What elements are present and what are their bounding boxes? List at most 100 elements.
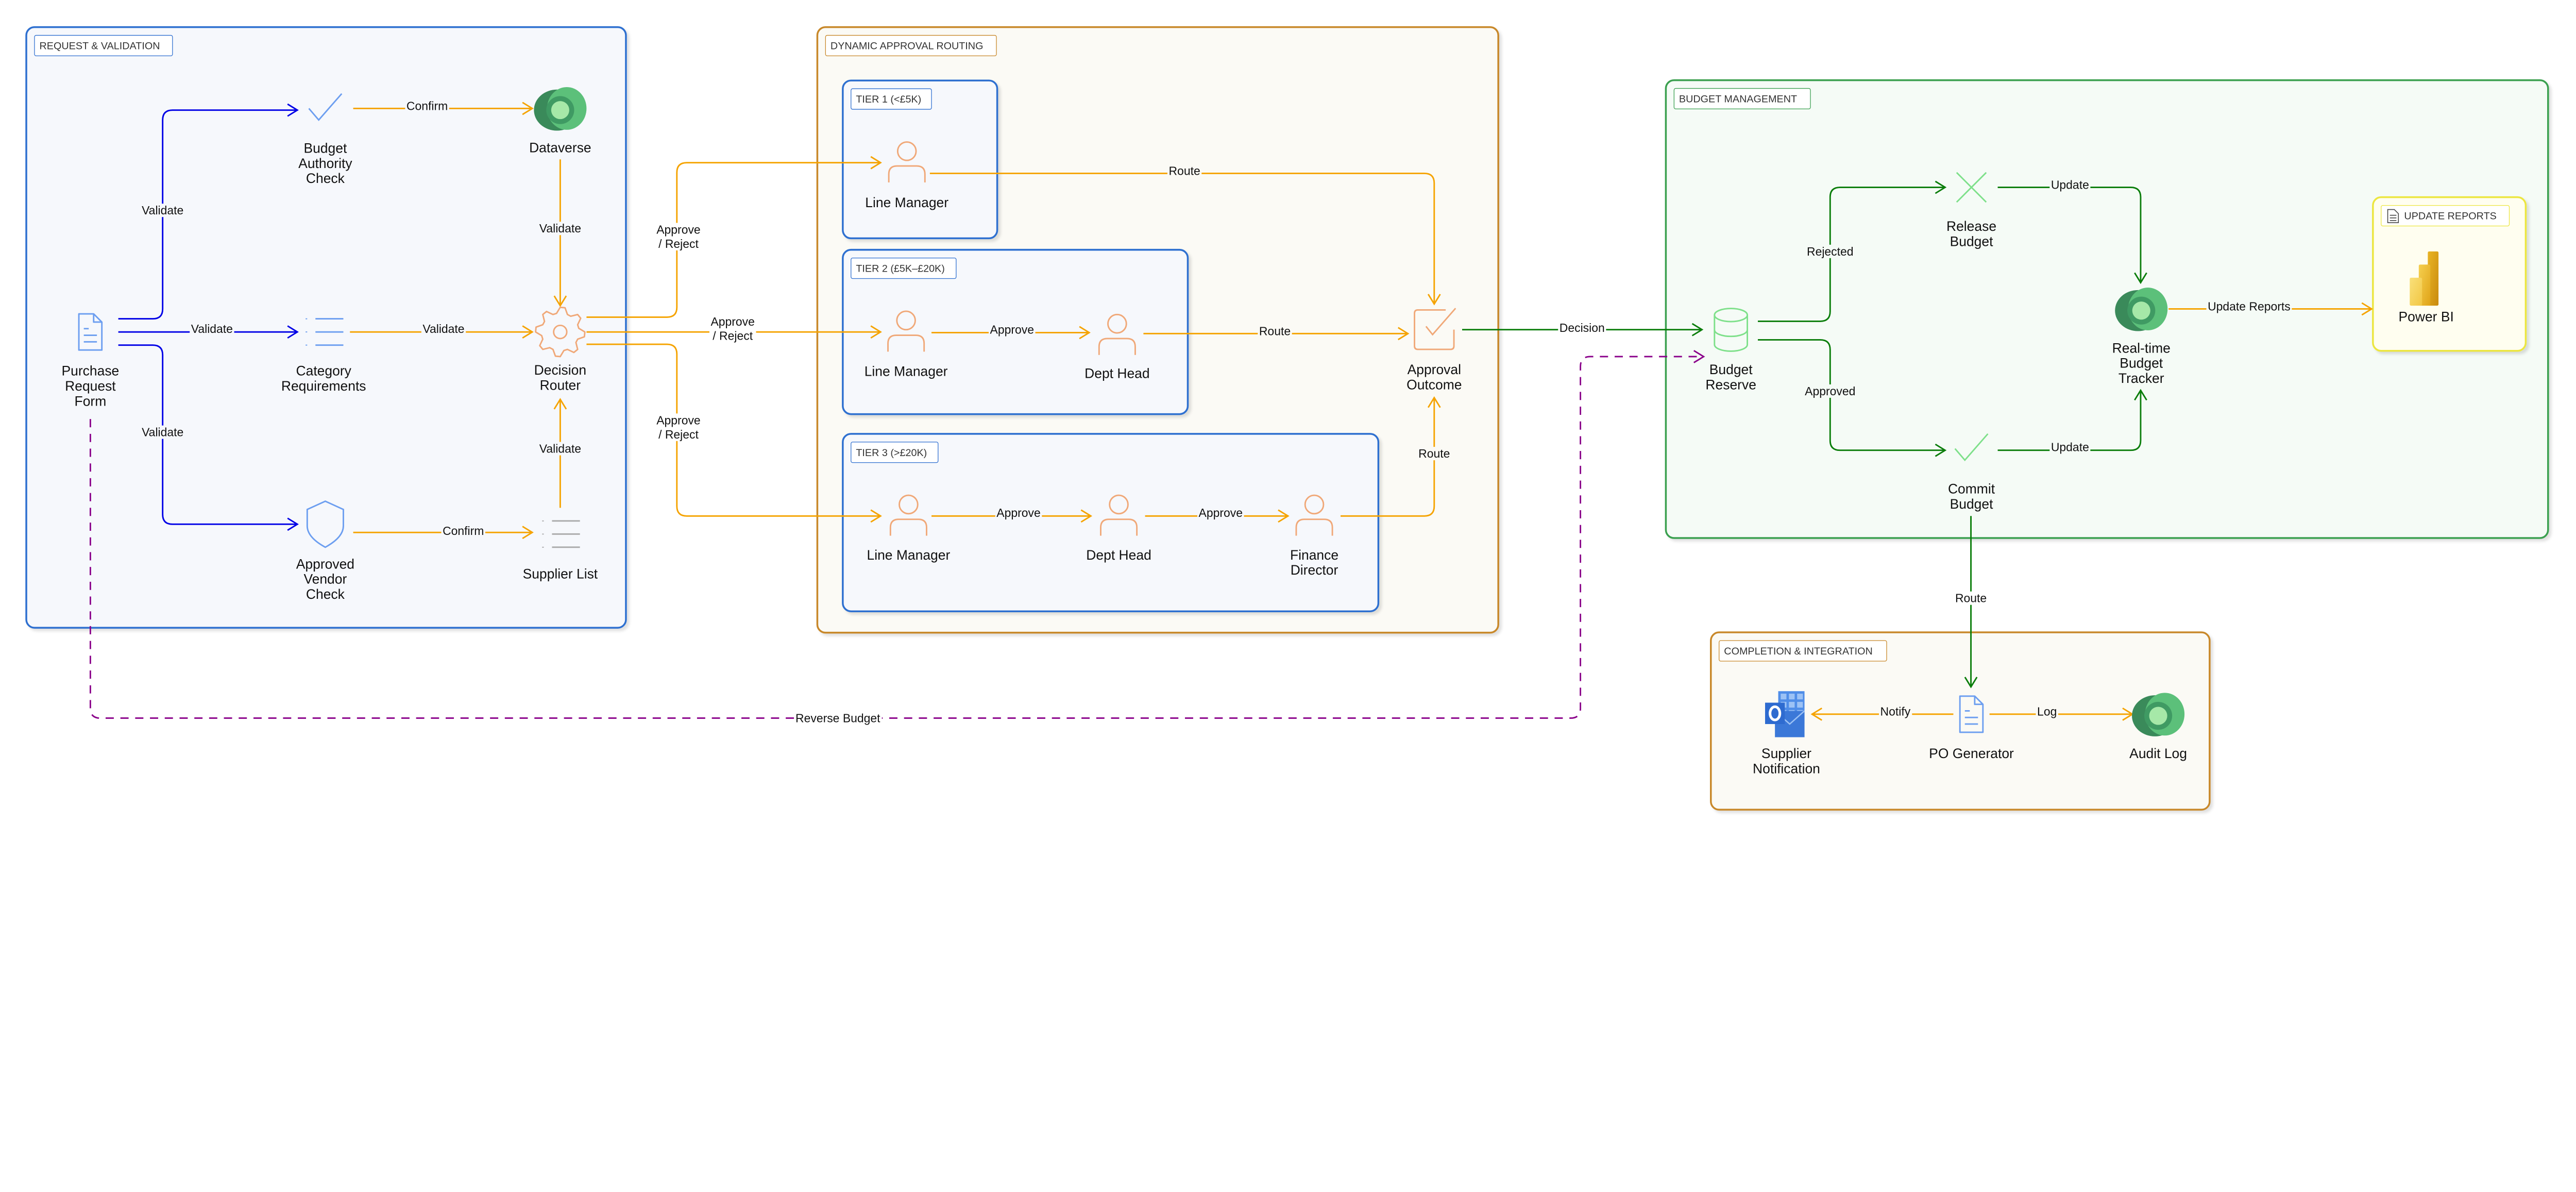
nodes: PurchaseRequestFormBudgetAuthorityCheckD… xyxy=(62,87,2454,776)
edge-commit-to-po[interactable]: Route xyxy=(1954,516,1988,689)
edge-label: Approve xyxy=(656,223,700,236)
edge-t1-to-outcome[interactable]: Route xyxy=(929,164,1441,306)
dataverse-icon xyxy=(534,87,587,131)
arrowhead xyxy=(1810,707,1822,721)
edge-budget-check-to-dataverse[interactable]: Confirm xyxy=(353,99,534,115)
edge-t2-lm-to-dh[interactable]: Approve xyxy=(931,323,1091,340)
edge-label-background xyxy=(655,413,702,441)
node-t1-line-manager[interactable]: Line Manager xyxy=(865,141,948,210)
connector-line[interactable] xyxy=(1997,187,2142,283)
edge-label: Validate xyxy=(539,442,581,456)
person-icon xyxy=(889,494,927,536)
edge-label-background xyxy=(1417,447,1451,461)
arrowhead xyxy=(1079,326,1091,340)
edge-form-to-reserve-reverse[interactable]: Reverse Budget xyxy=(89,350,1705,725)
edge-dataverse-to-router[interactable]: Validate xyxy=(538,159,583,307)
power-bi-icon xyxy=(2410,251,2439,306)
node-t3-line-manager[interactable]: Line Manager xyxy=(867,494,951,563)
edge-form-to-category[interactable]: Validate xyxy=(118,322,299,339)
update-reports-container-title: UPDATE REPORTS xyxy=(2404,211,2496,222)
edge-label: Update xyxy=(2051,440,2089,454)
arrowhead xyxy=(1691,323,1704,337)
arrowhead xyxy=(1427,396,1441,408)
edge-label: / Reject xyxy=(658,428,699,441)
node-po-generator[interactable]: PO Generator xyxy=(1929,695,2014,761)
node-t2-line-manager[interactable]: Line Manager xyxy=(865,310,948,379)
edge-vendor-check-to-supplier[interactable]: Confirm xyxy=(353,524,534,540)
node-label: Reserve xyxy=(1705,377,1756,392)
edge-t3-lm-to-dh[interactable]: Approve xyxy=(931,506,1093,523)
node-label: Director xyxy=(1291,562,1338,578)
cross-icon xyxy=(1956,172,1987,203)
connector-line[interactable] xyxy=(929,172,1435,304)
edge-label-background xyxy=(2049,440,2091,454)
edge-label-background xyxy=(709,315,756,343)
edge-po-to-notification[interactable]: Notify xyxy=(1810,704,1954,721)
arrowhead xyxy=(553,295,567,307)
edge-category-to-router[interactable]: Validate xyxy=(350,322,534,339)
node-label: Category xyxy=(296,363,352,379)
node-supplier-list[interactable]: Supplier List xyxy=(523,520,598,582)
edge-label-background xyxy=(538,222,583,236)
update-reports-container-label-box xyxy=(2381,205,2510,227)
edge-release-to-tracker[interactable]: Update xyxy=(1997,178,2147,284)
arrowhead xyxy=(287,103,299,117)
edge-router-to-tier2[interactable]: Approve/ Reject xyxy=(586,315,882,343)
edge-t3-dh-to-fd[interactable]: Approve xyxy=(1145,506,1290,523)
node-label: Notification xyxy=(1753,761,1820,776)
edge-commit-to-tracker[interactable]: Update xyxy=(1997,389,2147,454)
node-label: Budget xyxy=(1950,233,1993,249)
edge-router-to-tier1[interactable]: Approve/ Reject xyxy=(586,156,882,318)
edge-label: Decision xyxy=(1560,321,1605,334)
edge-t2-dh-to-outcome[interactable]: Route xyxy=(1143,324,1410,341)
tier1-container-frame xyxy=(842,79,998,240)
node-t3-dept-head[interactable]: Dept Head xyxy=(1086,494,1151,563)
edge-label-background xyxy=(441,524,485,538)
edge-t3-fd-to-outcome[interactable]: Route xyxy=(1341,396,1451,517)
node-label: Purchase xyxy=(62,363,120,379)
node-audit-log[interactable]: Audit Log xyxy=(2129,693,2187,761)
node-dataverse[interactable]: Dataverse xyxy=(529,87,591,155)
dataverse-icon xyxy=(2132,693,2185,736)
node-label: Line Manager xyxy=(865,195,948,210)
edge-tracker-to-powerbi[interactable]: Update Reports xyxy=(2168,299,2374,316)
node-label: Audit Log xyxy=(2129,746,2187,761)
node-power-bi[interactable]: Power BI xyxy=(2399,251,2454,325)
arrowhead xyxy=(2134,389,2147,401)
edge-label: Validate xyxy=(142,204,183,217)
node-label: Approved xyxy=(296,556,354,572)
edge-reserve-to-commit[interactable]: Approved xyxy=(1757,339,1947,457)
connector-line[interactable] xyxy=(1341,397,1435,517)
edge-supplier-to-router[interactable]: Validate xyxy=(538,398,583,508)
edge-label-background xyxy=(421,322,466,335)
person-icon xyxy=(1295,494,1333,536)
node-label: Supplier List xyxy=(523,566,598,581)
node-t2-dept-head[interactable]: Dept Head xyxy=(1084,313,1150,381)
edge-label-background xyxy=(1558,321,1606,335)
edge-form-to-vendor-check[interactable]: Validate xyxy=(118,344,299,531)
list-icon xyxy=(542,520,580,548)
edge-reserve-to-release[interactable]: Rejected xyxy=(1757,180,1947,322)
node-label: Supplier xyxy=(1761,746,1811,761)
edge-label: / Reject xyxy=(658,237,699,250)
edge-form-to-budget-check[interactable]: Validate xyxy=(118,103,299,320)
connector-line[interactable] xyxy=(1997,390,2142,451)
edge-label: Confirm xyxy=(443,524,484,538)
connector-line[interactable] xyxy=(89,356,1704,719)
edge-outcome-to-reserve[interactable]: Decision xyxy=(1462,321,1704,337)
arrowhead xyxy=(870,325,882,339)
edge-router-to-tier3[interactable]: Approve/ Reject xyxy=(586,343,882,523)
